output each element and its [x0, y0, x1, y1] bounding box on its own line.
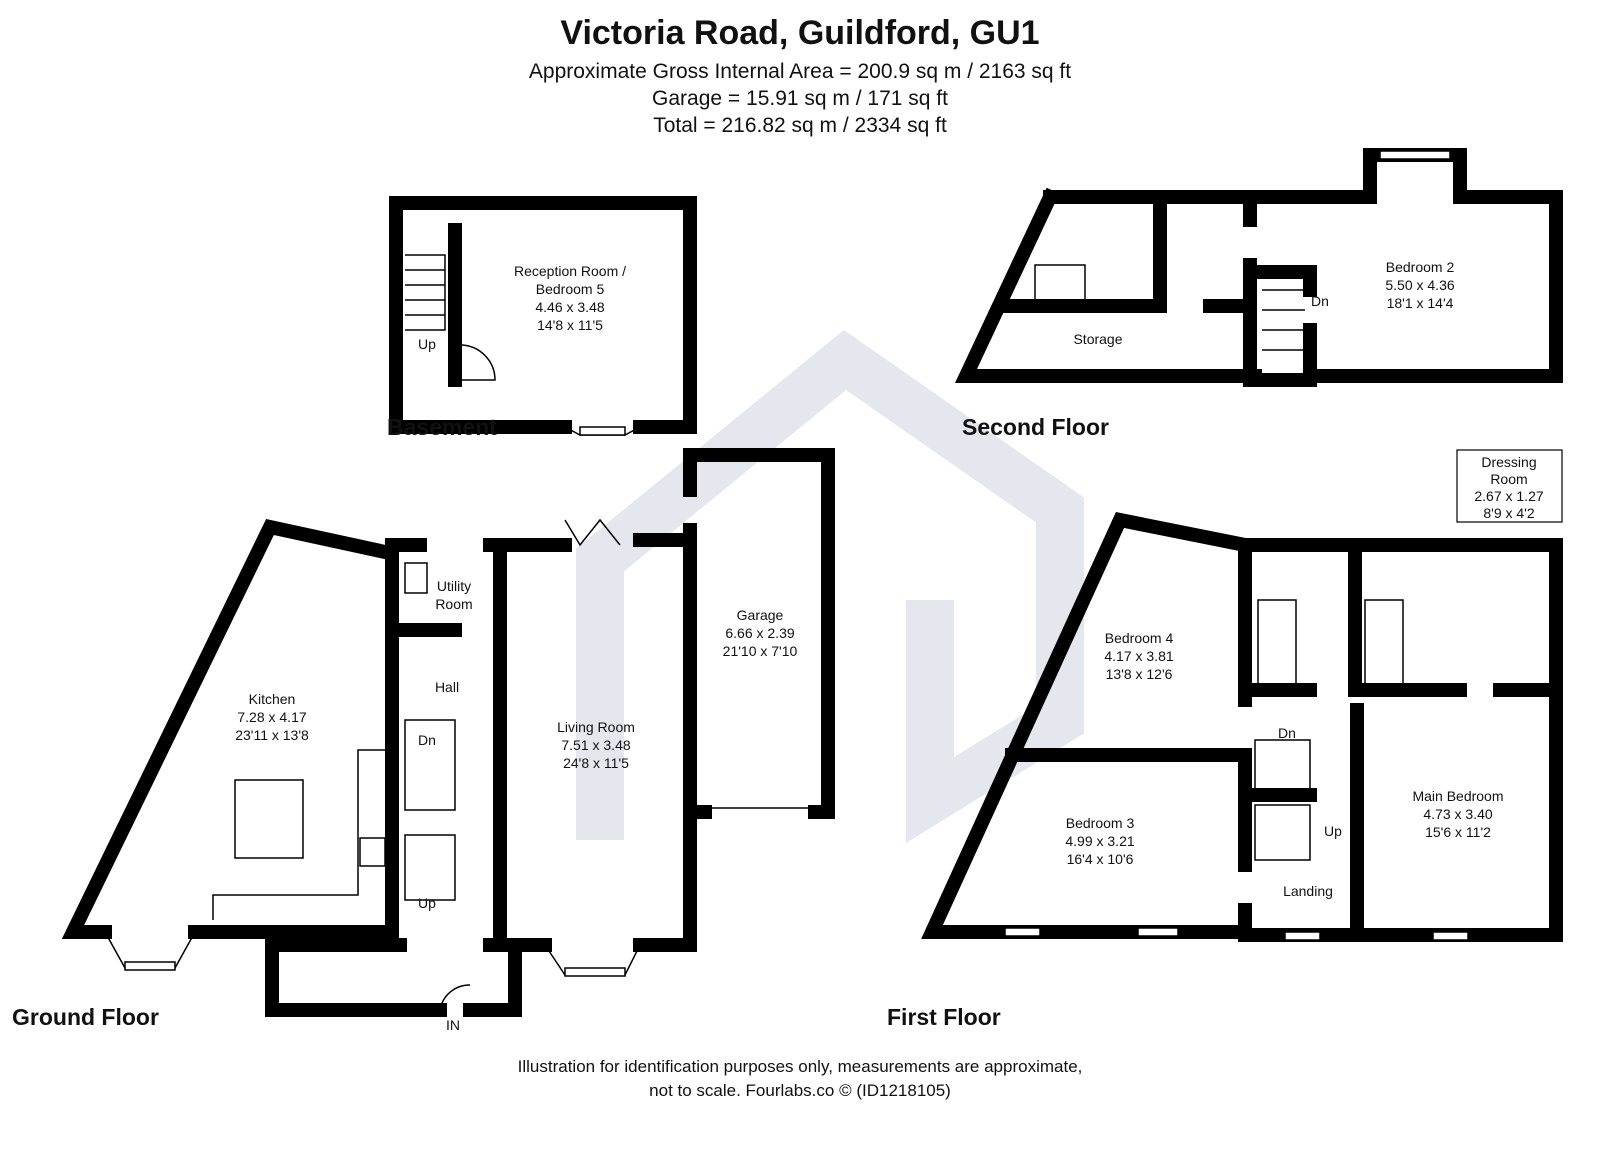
svg-text:23'11 x 13'8: 23'11 x 13'8	[235, 727, 309, 743]
svg-text:4.17 x 3.81: 4.17 x 3.81	[1104, 648, 1173, 664]
svg-text:Bedroom 5: Bedroom 5	[536, 281, 605, 297]
svg-text:24'8 x 11'5: 24'8 x 11'5	[563, 755, 629, 771]
svg-text:14'8 x 11'5: 14'8 x 11'5	[537, 317, 603, 333]
room-utility: Utility Room	[435, 578, 472, 612]
room-kitchen: Kitchen 7.28 x 4.17 23'11 x 13'8	[235, 691, 309, 743]
stairs-up-basement: Up	[418, 336, 436, 352]
stairs-down-second: Dn	[1311, 293, 1329, 309]
svg-text:Bedroom 2: Bedroom 2	[1386, 259, 1455, 275]
room-storage: Storage	[1073, 331, 1122, 347]
garage-area: Garage = 15.91 sq m / 171 sq ft	[652, 87, 948, 110]
ground-floor-plan	[61, 448, 835, 1017]
svg-text:8'9 x 4'2: 8'9 x 4'2	[1483, 505, 1534, 521]
stairs-up-ground: Up	[418, 895, 436, 911]
disclaimer-line-2: not to scale. Fourlabs.co © (ID1218105)	[649, 1081, 951, 1100]
basement-plan	[389, 196, 697, 436]
svg-text:Bedroom 4: Bedroom 4	[1105, 630, 1174, 646]
total-area: Total = 216.82 sq m / 2334 sq ft	[653, 114, 947, 137]
plan-title: Victoria Road, Guildford, GU1	[560, 14, 1040, 52]
svg-text:Bedroom 3: Bedroom 3	[1066, 815, 1135, 831]
stairs-down-ground: Dn	[418, 732, 436, 748]
stairs-up-first: Up	[1324, 823, 1342, 839]
watermark-logo	[576, 329, 1084, 843]
room-garage: Garage 6.66 x 2.39 21'10 x 7'10	[723, 607, 798, 659]
svg-text:7.28 x 4.17: 7.28 x 4.17	[237, 709, 306, 725]
room-dressing: Dressing Room 2.67 x 1.27 8'9 x 4'2	[1474, 454, 1543, 521]
gross-area: Approximate Gross Internal Area = 200.9 …	[528, 60, 1072, 83]
disclaimer: Illustration for identification purposes…	[0, 1055, 1600, 1103]
svg-text:21'10 x 7'10: 21'10 x 7'10	[723, 643, 798, 659]
svg-text:Reception Room /: Reception Room /	[514, 263, 626, 279]
svg-text:Living Room: Living Room	[557, 719, 635, 735]
svg-text:Main Bedroom: Main Bedroom	[1412, 788, 1503, 804]
svg-text:7.51 x 3.48: 7.51 x 3.48	[561, 737, 630, 753]
svg-text:Dressing: Dressing	[1481, 454, 1536, 470]
svg-text:Room: Room	[435, 596, 472, 612]
svg-text:18'1 x 14'4: 18'1 x 14'4	[1387, 295, 1454, 311]
svg-text:6.66 x 2.39: 6.66 x 2.39	[725, 625, 794, 641]
svg-text:5.50 x 4.36: 5.50 x 4.36	[1385, 277, 1454, 293]
svg-text:Garage: Garage	[737, 607, 784, 623]
entrance-label: IN	[446, 1017, 460, 1033]
floor-label-basement: Basement	[387, 414, 497, 440]
floor-label-ground: Ground Floor	[12, 1004, 159, 1030]
second-floor-plan	[954, 148, 1563, 387]
stairs-down-first: Dn	[1278, 725, 1296, 741]
room-bedroom-2: Bedroom 2 5.50 x 4.36 18'1 x 14'4	[1385, 259, 1454, 311]
svg-text:15'6 x 11'2: 15'6 x 11'2	[1425, 824, 1491, 840]
disclaimer-line-1: Illustration for identification purposes…	[517, 1057, 1083, 1076]
svg-text:13'8 x 12'6: 13'8 x 12'6	[1106, 666, 1173, 682]
room-landing: Landing	[1283, 883, 1333, 899]
svg-text:16'4 x 10'6: 16'4 x 10'6	[1067, 851, 1134, 867]
room-bedroom-3: Bedroom 3 4.99 x 3.21 16'4 x 10'6	[1065, 815, 1134, 867]
svg-text:4.99 x 3.21: 4.99 x 3.21	[1065, 833, 1134, 849]
svg-text:2.67 x 1.27: 2.67 x 1.27	[1474, 488, 1543, 504]
room-living: Living Room 7.51 x 3.48 24'8 x 11'5	[557, 719, 635, 771]
room-reception: Reception Room / Bedroom 5 4.46 x 3.48 1…	[514, 263, 626, 333]
room-hall: Hall	[435, 679, 459, 695]
svg-text:4.73 x 3.40: 4.73 x 3.40	[1423, 806, 1492, 822]
room-main-bedroom: Main Bedroom 4.73 x 3.40 15'6 x 11'2	[1412, 788, 1503, 840]
svg-text:Kitchen: Kitchen	[249, 691, 296, 707]
floor-label-second: Second Floor	[962, 414, 1109, 440]
room-bedroom-4: Bedroom 4 4.17 x 3.81 13'8 x 12'6	[1104, 630, 1173, 682]
svg-text:Room: Room	[1490, 471, 1527, 487]
dressing-room-callout	[1456, 449, 1563, 523]
svg-text:Utility: Utility	[437, 578, 471, 594]
svg-text:4.46 x 3.48: 4.46 x 3.48	[535, 299, 604, 315]
first-floor-plan	[921, 449, 1563, 942]
floor-label-first: First Floor	[887, 1004, 1001, 1030]
